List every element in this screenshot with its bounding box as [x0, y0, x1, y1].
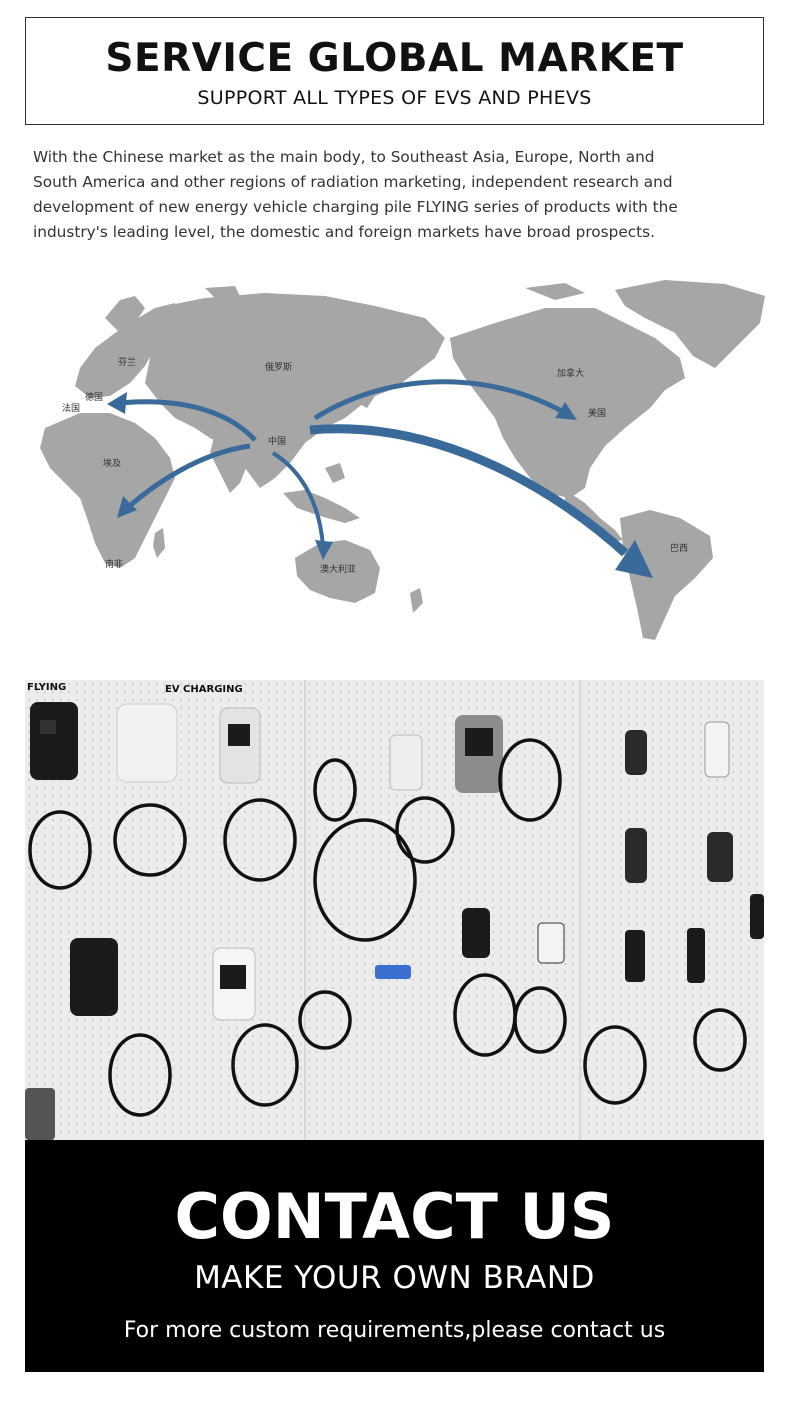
label-china: 中国 [268, 435, 286, 447]
label-france: 法国 [62, 402, 80, 414]
product-photo: FLYING EV CHARGING [25, 680, 764, 1140]
label-australia: 澳大利亚 [320, 563, 356, 575]
label-germany: 德国 [85, 391, 103, 403]
label-usa: 美国 [588, 407, 606, 419]
label-finland: 芬兰 [118, 356, 136, 368]
label-canada: 加拿大 [557, 367, 584, 379]
brand-label: FLYING [27, 682, 66, 693]
label-egypt: 埃及 [103, 457, 121, 469]
wall-chargers [25, 702, 764, 1140]
world-map-graphic: 芬兰 俄罗斯 加拿大 德国 法国 美国 中国 埃及 巴西 南非 澳大利亚 [40, 280, 765, 640]
contact-note: For more custom requirements,please cont… [123, 1318, 666, 1343]
contact-banner: CONTACT US MAKE YOUR OWN BRAND For more … [25, 1140, 764, 1372]
world-map: 芬兰 俄罗斯 加拿大 德国 法国 美国 中国 埃及 巴西 南非 澳大利亚 [25, 278, 770, 643]
label-brazil: 巴西 [670, 543, 688, 554]
page-title: SERVICE GLOBAL MARKET [105, 36, 684, 81]
charging-cables [28, 738, 747, 1117]
label-south-africa: 南非 [105, 558, 123, 570]
contact-title: CONTACT US [174, 1180, 615, 1253]
country-labels: 芬兰 俄罗斯 加拿大 德国 法国 美国 中国 埃及 巴西 南非 澳大利亚 [62, 356, 688, 575]
contact-subtitle: MAKE YOUR OWN BRAND [194, 1260, 595, 1296]
intro-paragraph: With the Chinese market as the main body… [33, 148, 678, 241]
land-masses [40, 280, 765, 640]
header-box: SERVICE GLOBAL MARKET SUPPORT ALL TYPES … [25, 17, 764, 125]
label-russia: 俄罗斯 [265, 361, 292, 373]
trade-arrows [107, 379, 653, 578]
page-subtitle: SUPPORT ALL TYPES OF EVS AND PHEVS [197, 87, 592, 109]
charger-wall-graphic: FLYING EV CHARGING [25, 680, 764, 1140]
wall-label: EV CHARGING [165, 684, 243, 695]
blue-connector [375, 965, 411, 979]
